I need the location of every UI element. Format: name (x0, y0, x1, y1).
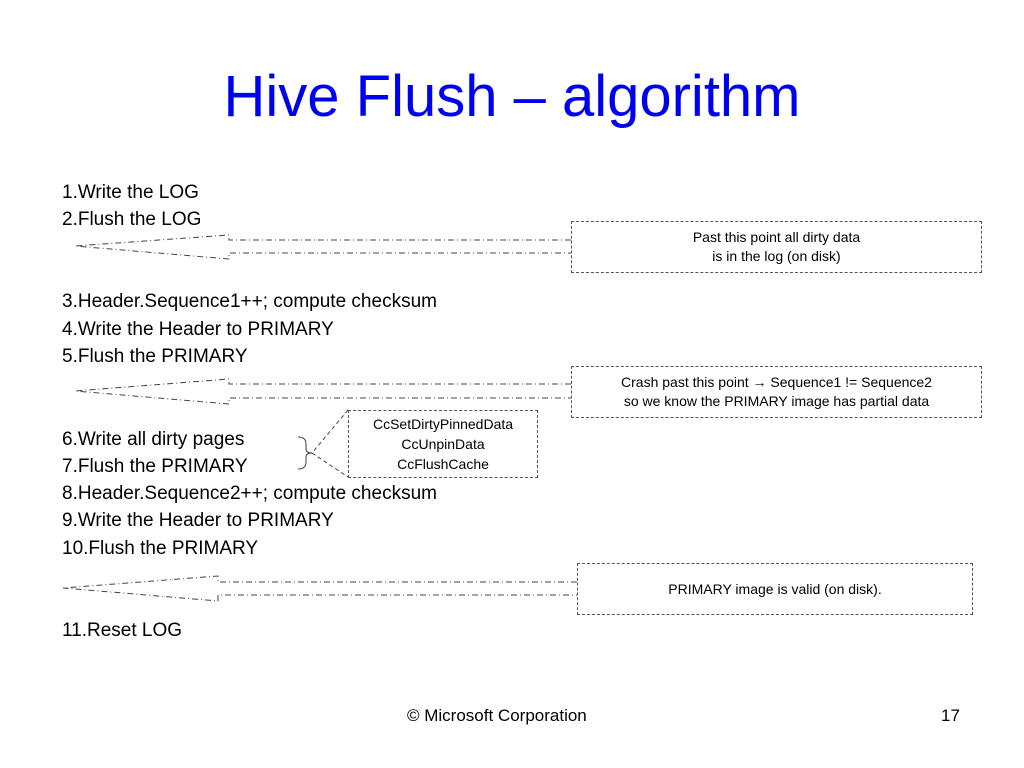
brace-connector (311, 409, 349, 478)
callout-line: PRIMARY image is valid (on disk). (668, 580, 882, 597)
callout-line: is in the log (on disk) (712, 248, 841, 264)
callout-line: Crash past this point → Sequence1 != Seq… (621, 374, 932, 390)
step-3: 3.Header.Sequence1++; compute checksum (62, 291, 437, 312)
step-6: 6.Write all dirty pages (62, 429, 245, 450)
step-10: 10.Flush the PRIMARY (62, 538, 259, 559)
callout-line: CcUnpinData (401, 436, 485, 452)
callout-line: Past this point all dirty data (692, 229, 861, 245)
step-9: 9.Write the Header to PRIMARY (62, 510, 334, 531)
callout-cc-calls: CcSetDirtyPinnedData CcUnpinData CcFlush… (348, 410, 538, 478)
step-7: 7.Flush the PRIMARY (62, 456, 248, 477)
callout-log-flushed: Past this point all dirty data is in the… (571, 221, 982, 273)
brace-icon (297, 436, 313, 470)
step-2: 2.Flush the LOG (62, 209, 202, 230)
arrow-crash-point (74, 378, 571, 405)
callout-line: CcSetDirtyPinnedData (372, 416, 514, 432)
footer-copyright: © Microsoft Corporation (407, 706, 587, 725)
callout-line: CcFlushCache (397, 456, 489, 472)
slide-title: Hive Flush – algorithm (223, 64, 801, 129)
arrow-primary-valid (62, 575, 577, 602)
callout-line: so we know the PRIMARY image has partial… (623, 393, 930, 409)
step-11: 11.Reset LOG (62, 620, 183, 641)
step-1: 1.Write the LOG (62, 182, 199, 203)
arrow-log-flushed (74, 234, 571, 260)
step-5: 5.Flush the PRIMARY (62, 346, 248, 367)
page-number: 17 (941, 706, 960, 725)
step-8: 8.Header.Sequence2++; compute checksum (62, 483, 437, 504)
step-4: 4.Write the Header to PRIMARY (62, 319, 334, 340)
callout-crash-point: Crash past this point → Sequence1 != Seq… (571, 366, 982, 418)
callout-primary-valid: PRIMARY image is valid (on disk). (577, 563, 973, 615)
